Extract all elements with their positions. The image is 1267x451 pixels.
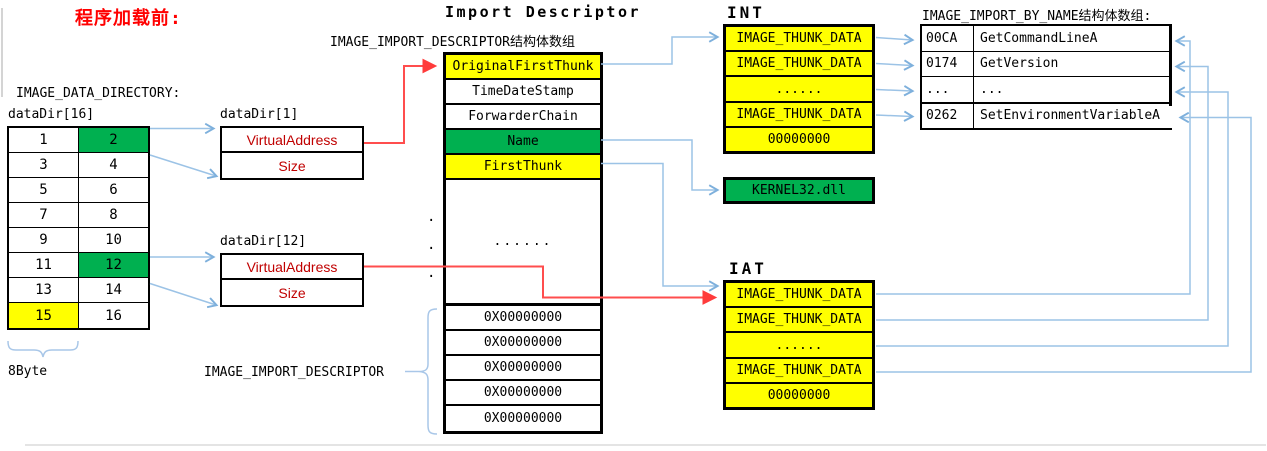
arrow-cell12-to-datadir12-size (149, 282, 219, 309)
iat-title: IAT (729, 259, 767, 278)
datadir1-label: dataDir[1] (220, 107, 299, 122)
first-thunk-row: FirstThunk (446, 155, 600, 180)
zero-row: 0X00000000 (446, 331, 600, 356)
thunk-data-row: IMAGE_THUNK_DATA (726, 27, 872, 53)
data-directory-cell-highlight: 2 (79, 128, 148, 153)
function-name-cell: SetEnvironmentVariableA (980, 108, 1161, 124)
descriptor-brace (418, 308, 438, 435)
arrow-firstthunk-to-iat (601, 162, 720, 292)
import-descriptor-title: Import Descriptor (445, 3, 642, 21)
data-directory-cell: 9 (9, 228, 79, 253)
time-date-stamp-row: TimeDateStamp (446, 80, 600, 105)
zero-row: 0X00000000 (446, 356, 600, 381)
data-directory-cell: 14 (79, 278, 148, 303)
data-directory-cell: 5 (9, 178, 79, 203)
hint-cell: 0262 (922, 103, 974, 128)
data-directory-cell: 13 (9, 278, 79, 303)
virtual-address-field: VirtualAddress (222, 128, 362, 153)
import-descriptor-array-label: IMAGE_IMPORT_DESCRIPTOR结构体数组 (330, 35, 576, 50)
thunk-ellipsis-row: ...... (726, 333, 872, 359)
size-field: Size (278, 157, 306, 174)
arrow-datadir1-va-to-originalfirstthunk (364, 58, 438, 144)
data-directory-cell-highlight: 15 (9, 303, 79, 328)
datadir12-box: VirtualAddress Size (220, 253, 364, 307)
size-field: Size (278, 284, 306, 301)
arrow-int-row4-to-byname (875, 110, 915, 122)
zero-row: 0X00000000 (483, 411, 563, 426)
thunk-terminator-row: 00000000 (726, 127, 872, 152)
import-descriptor-table: OriginalFirstThunk TimeDateStamp Forward… (443, 52, 603, 434)
thunk-ellipsis-row: ...... (726, 77, 872, 103)
import-by-name-row: 0174 GetVersion (922, 51, 1172, 77)
data-directory-cell: 6 (79, 178, 148, 203)
page-title: 程序加载前: (75, 8, 182, 29)
data-directory-cell: 10 (79, 228, 148, 253)
byname-right-border (1169, 24, 1172, 106)
image-import-descriptor-label: IMAGE_IMPORT_DESCRIPTOR (204, 365, 385, 380)
data-directory-cell: 1 (9, 128, 79, 153)
original-first-thunk-row: OriginalFirstThunk (446, 55, 600, 80)
thunk-data-row: IMAGE_THUNK_DATA (726, 358, 872, 384)
arrow-int-row2-to-byname (875, 59, 915, 71)
int-table: IMAGE_THUNK_DATA IMAGE_THUNK_DATA ......… (723, 24, 875, 154)
hint-cell: 0174 (922, 51, 974, 76)
thunk-data-row: IMAGE_THUNK_DATA (726, 283, 872, 309)
data-directory-cell: 11 (9, 253, 79, 278)
8byte-label: 8Byte (8, 364, 48, 379)
forwarder-chain-row: ForwarderChain (446, 105, 600, 130)
function-name-cell: GetVersion (980, 56, 1059, 72)
data-directory-cell: 3 (9, 153, 79, 178)
data-directory-cell: 4 (79, 153, 148, 178)
kernel32-box: KERNEL32.dll (723, 177, 875, 204)
iat-table: IMAGE_THUNK_DATA IMAGE_THUNK_DATA ......… (723, 280, 875, 410)
arrow-iat-row3-to-byname (876, 86, 1229, 347)
descriptor-ellipsis: ...... (446, 180, 600, 306)
import-by-name-table: 00CA GetCommandLineA 0174 GetVersion ...… (920, 24, 1172, 130)
arrow-iat-row4-to-byname (876, 111, 1252, 373)
thunk-data-row: IMAGE_THUNK_DATA (726, 102, 872, 128)
name-row: Name (446, 130, 600, 155)
int-title: INT (727, 3, 765, 22)
vertical-ellipsis: . . . (427, 209, 436, 281)
arrow-cell2-to-datadir1-size (149, 154, 219, 180)
data-directory-table: 1 2 3 4 5 6 7 8 9 10 11 12 13 14 15 16 (7, 126, 150, 330)
arrow-int-row3-to-byname (875, 85, 915, 97)
zero-row: 0X00000000 (446, 306, 600, 331)
data-directory-label: IMAGE_DATA_DIRECTORY: (16, 86, 181, 101)
import-by-name-row: 00CA GetCommandLineA (922, 26, 1172, 52)
function-name-cell: GetCommandLineA (980, 30, 1098, 46)
hint-cell: 00CA (922, 26, 974, 51)
import-by-name-row: 0262 SetEnvironmentVariableA (922, 103, 1172, 128)
virtual-address-field: VirtualAddress (222, 255, 362, 280)
import-by-name-label: IMAGE_IMPORT_BY_NAME结构体数组: (922, 9, 1152, 24)
thunk-terminator-row: 00000000 (726, 383, 872, 408)
datadir16-label: dataDir[16] (8, 107, 95, 122)
arrow-name-to-kernel32 (601, 139, 720, 196)
8byte-brace (7, 340, 79, 358)
import-by-name-row: ... ... (922, 77, 1172, 104)
data-directory-cell: 16 (105, 307, 122, 324)
zero-row: 0X00000000 (446, 381, 600, 406)
datadir12-label: dataDir[12] (220, 234, 307, 249)
arrow-int-row1-to-byname (875, 33, 915, 46)
function-name-cell: ... (980, 81, 1004, 97)
datadir1-box: VirtualAddress Size (220, 126, 364, 180)
hint-cell: ... (922, 77, 974, 102)
data-directory-cell: 8 (79, 203, 148, 228)
arrow-originalfirstthunk-to-int (601, 31, 720, 65)
thunk-data-row: IMAGE_THUNK_DATA (726, 308, 872, 334)
data-directory-cell: 7 (9, 203, 79, 228)
data-directory-cell-highlight: 12 (79, 253, 148, 278)
thunk-data-row: IMAGE_THUNK_DATA (726, 52, 872, 78)
